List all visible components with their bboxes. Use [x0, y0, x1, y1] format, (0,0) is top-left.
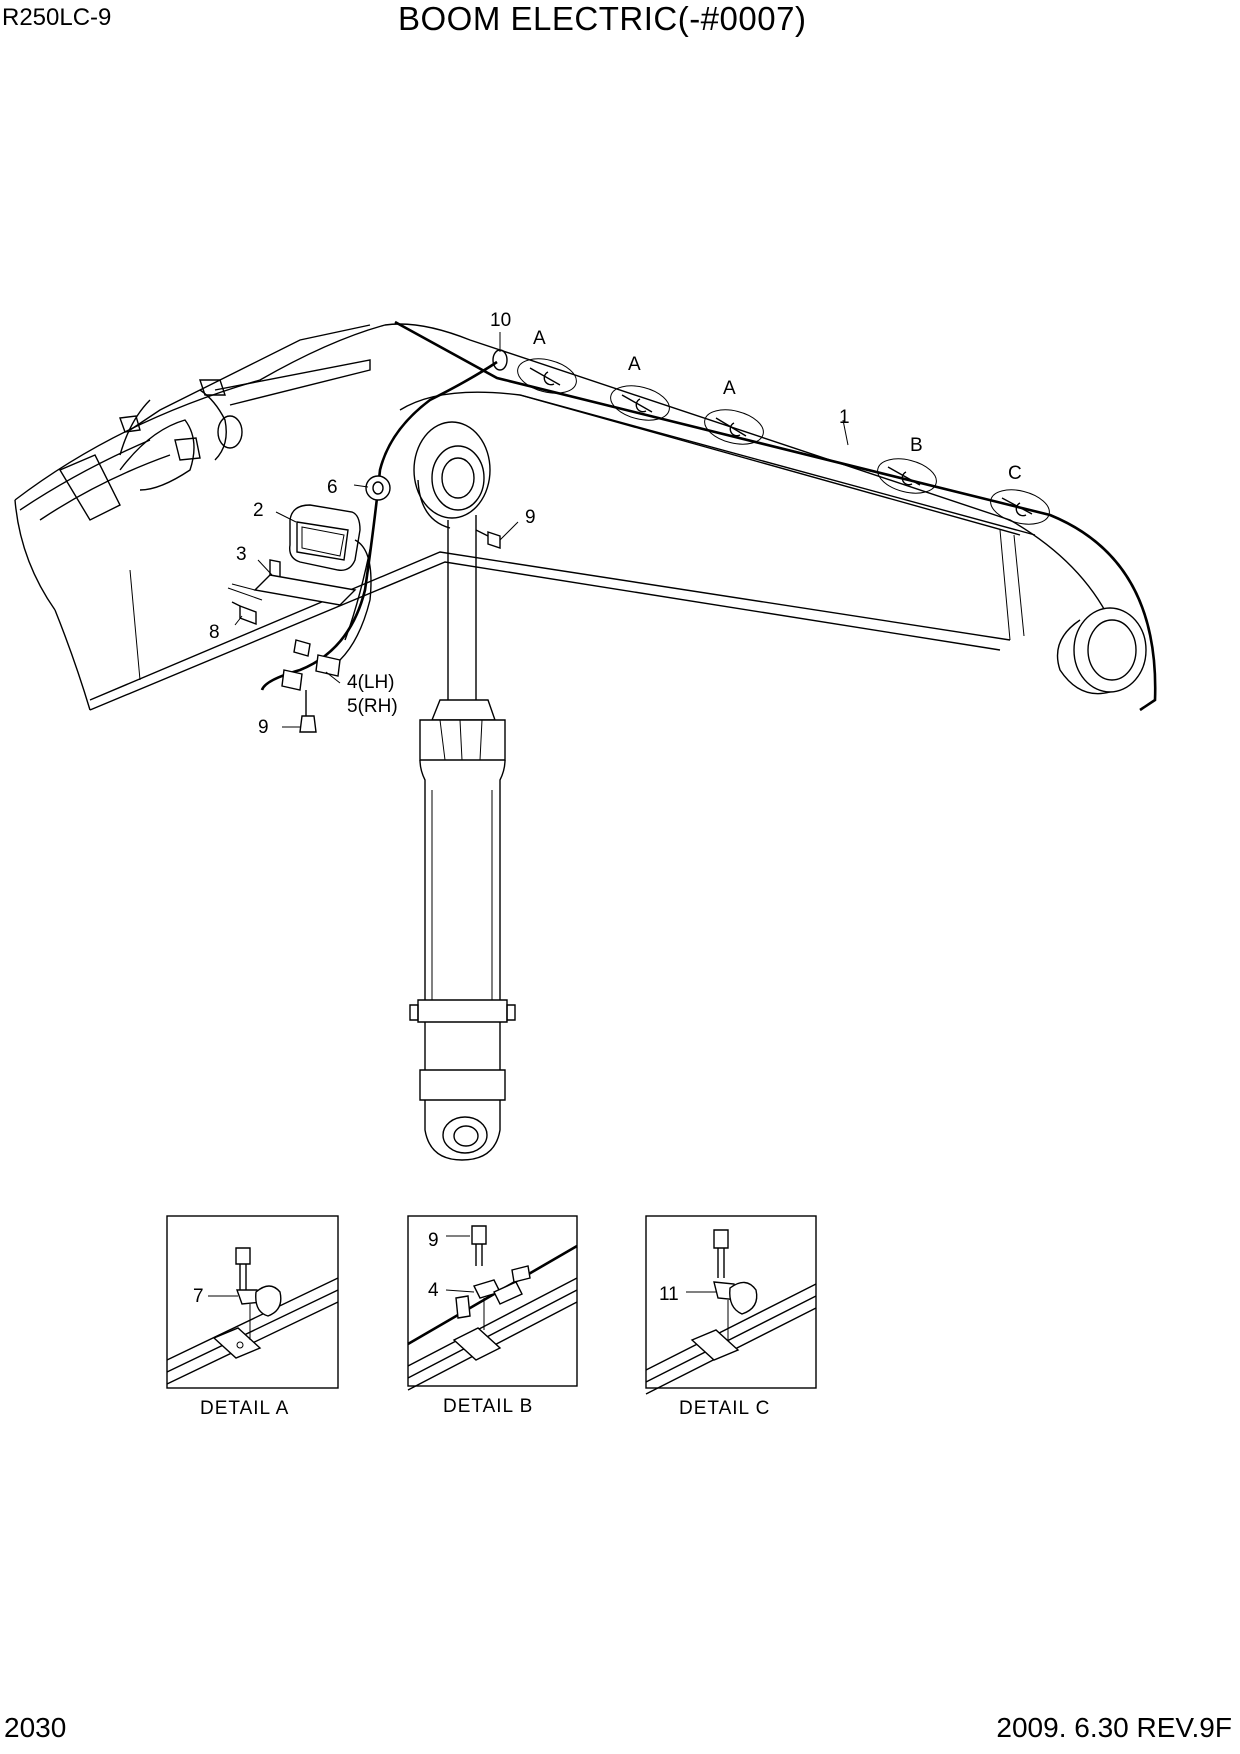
wiring-harness — [260, 320, 1157, 712]
model-code: R250LC-9 — [2, 4, 112, 31]
detail-c: 11 DETAIL C — [645, 1215, 817, 1419]
callout-a2: A — [628, 354, 641, 375]
detail-b: 9 4 DETAIL B — [407, 1215, 578, 1417]
leader-lines — [234, 332, 849, 728]
revision-date: 2009. 6.30 REV.9F — [996, 1712, 1232, 1743]
boom-body — [14, 323, 1147, 711]
boom-cylinder — [409, 421, 516, 1161]
callout-3: 3 — [236, 544, 247, 565]
detail-b-caption: DETAIL B — [443, 1396, 533, 1417]
callout-9-top: 9 — [525, 507, 536, 528]
detail-a-caption: DETAIL A — [200, 1398, 289, 1419]
callout-1: 1 — [839, 407, 850, 428]
detail-b-callout-top: 9 — [428, 1230, 439, 1251]
callout-b: B — [910, 435, 923, 456]
detail-markers — [517, 358, 1050, 525]
callout-8: 8 — [209, 622, 220, 643]
detail-c-callout: 11 — [659, 1284, 679, 1305]
callout-6: 6 — [327, 477, 338, 498]
callout-10: 10 — [490, 310, 511, 331]
detail-a: 7 DETAIL A — [166, 1215, 339, 1419]
detail-c-caption: DETAIL C — [679, 1398, 770, 1419]
callout-9-bottom: 9 — [258, 717, 269, 738]
page-number: 2030 — [4, 1712, 67, 1743]
callout-a1: A — [533, 328, 546, 349]
callout-4lh: 4(LH) — [347, 672, 395, 693]
callout-2: 2 — [253, 500, 264, 521]
callout-a3: A — [723, 378, 736, 399]
callout-c: C — [1008, 463, 1022, 484]
callout-5rh: 5(RH) — [347, 696, 398, 717]
work-lamp-assembly — [227, 475, 501, 733]
detail-b-callout: 4 — [428, 1280, 439, 1301]
detail-a-callout: 7 — [193, 1286, 204, 1307]
page-title: BOOM ELECTRIC(-#0007) — [398, 0, 807, 37]
